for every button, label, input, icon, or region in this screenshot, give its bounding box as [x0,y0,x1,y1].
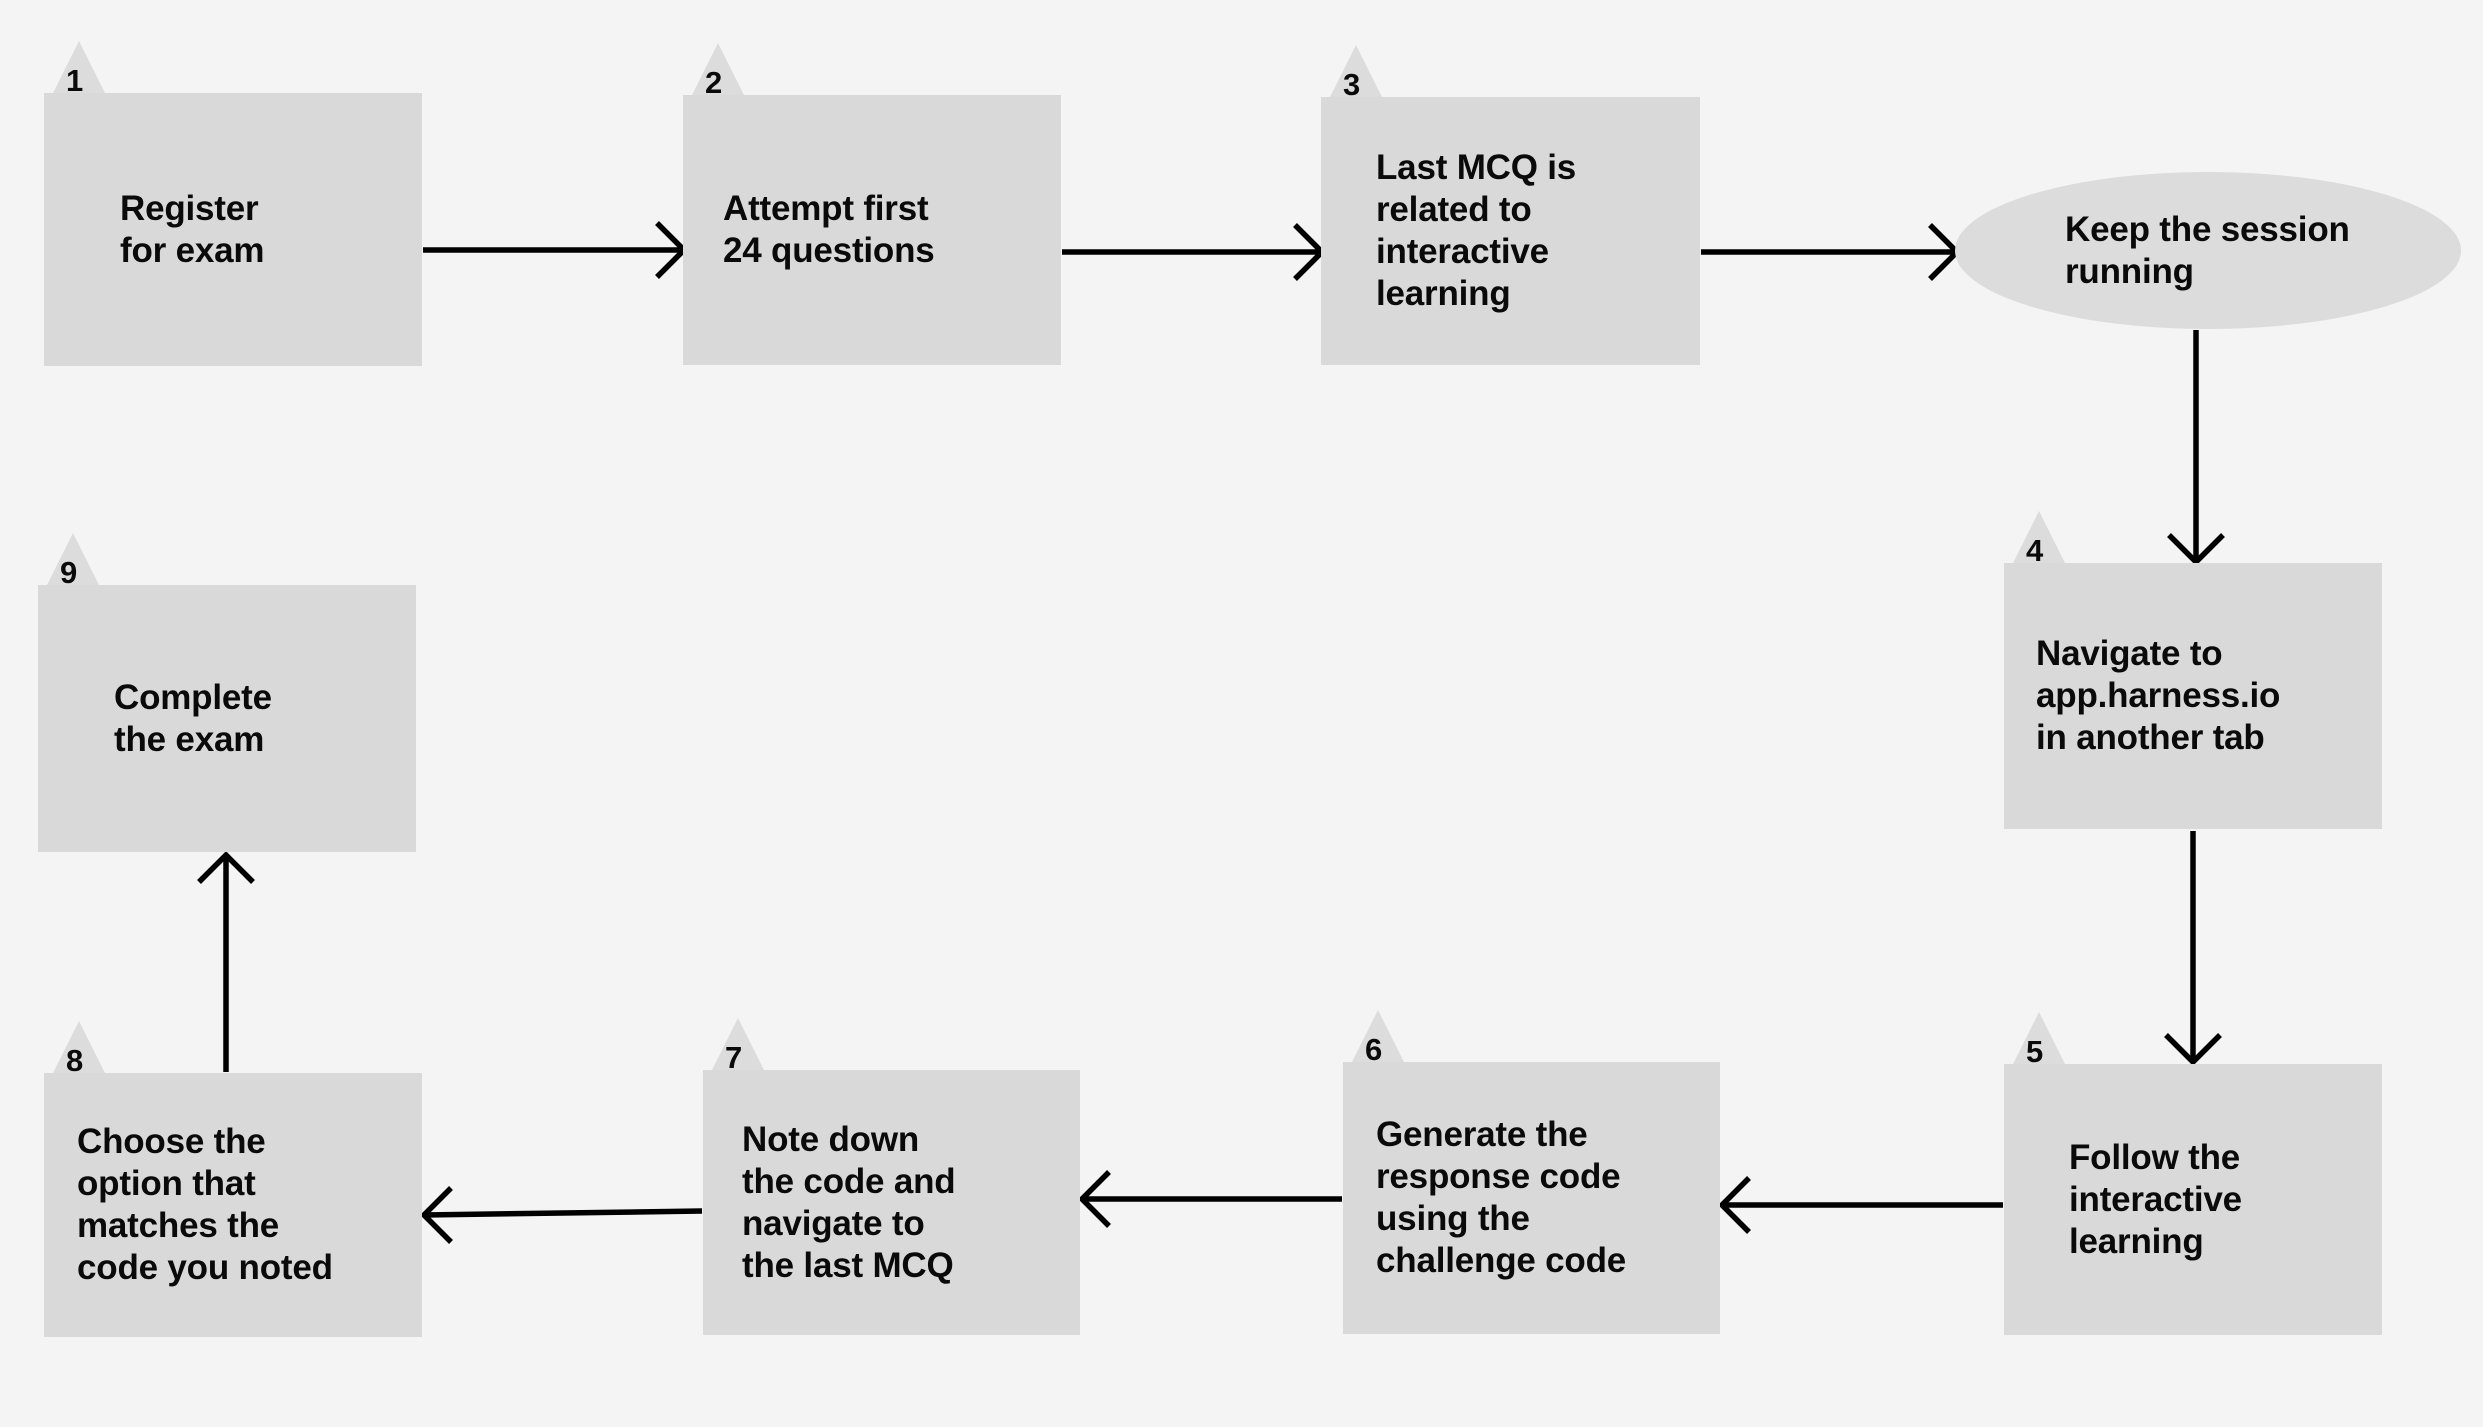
flow-node-label: Register for exam [120,188,265,270]
step-number-badge [1330,45,1382,97]
step-number-badge [712,1018,764,1070]
step-number-badge [2013,1012,2065,1064]
flow-node-label: Complete the exam [114,677,272,759]
flow-node-label: Attempt first 24 questions [723,189,935,270]
flow-edge-n5-to-n6 [2164,831,2222,1066]
flow-node-step-3[interactable]: Last MCQ is related to interactive learn… [1321,97,1700,365]
flow-node-label: Choose the option that matches the code … [77,1122,333,1287]
flow-node-step-8[interactable]: Choose the option that matches the code … [44,1073,422,1337]
flow-node-step-7[interactable]: Note down the code and navigate to the l… [703,1070,1080,1335]
flow-edge-n7-to-n8 [1078,1170,1342,1228]
step-number-badge [1352,1010,1404,1062]
flow-edge-n3-to-n4 [1701,223,1961,281]
step-number-badge [47,533,99,585]
flow-node-label: Generate the response code using the cha… [1376,1115,1627,1280]
flow-node-label: Follow the interactive learning [2069,1137,2242,1261]
step-number-label: 9 [60,555,78,590]
step-number-badge [53,41,105,93]
flow-edge-n9-to-n10 [197,851,255,1072]
step-number-label: 7 [725,1040,743,1075]
step-number-label: 4 [2026,533,2044,568]
step-number-badge [53,1021,105,1073]
step-number-badge [2013,511,2065,563]
flow-node-step-2[interactable]: Attempt first 24 questions [683,95,1061,365]
step-number-label: 1 [66,63,84,98]
flow-node-label: Keep the session running [2065,209,2350,291]
flow-edge-n6-to-n7 [1718,1176,2003,1234]
flow-edge-n1-to-n2 [423,221,688,279]
flow-node-label: Note down the code and navigate to the l… [742,1119,956,1285]
flow-node-step-5[interactable]: Follow the interactive learning [2004,1064,2382,1335]
flow-node-label: Navigate to app.harness.io in another ta… [2036,634,2281,757]
step-number-badge [692,43,744,95]
step-number-label: 5 [2026,1034,2044,1069]
step-number-label: 3 [1343,67,1361,102]
step-number-label: 8 [66,1043,84,1078]
flow-node-step-1[interactable]: Register for exam [44,93,422,366]
flow-node-step-6[interactable]: Generate the response code using the cha… [1343,1062,1720,1334]
flow-edge-n4-to-n5 [2167,330,2225,566]
flow-node-n4[interactable]: Keep the session running [1955,172,2461,329]
flow-node-step-9[interactable]: Complete the exam [38,585,416,852]
flow-node-label: Last MCQ is related to interactive learn… [1376,148,1577,313]
step-number-label: 2 [705,65,723,100]
flow-edge-n2-to-n3 [1062,223,1326,281]
flow-node-step-4[interactable]: Navigate to app.harness.io in another ta… [2004,563,2382,829]
flow-edge-n8-to-n9 [420,1186,703,1244]
step-number-label: 6 [1365,1032,1383,1067]
